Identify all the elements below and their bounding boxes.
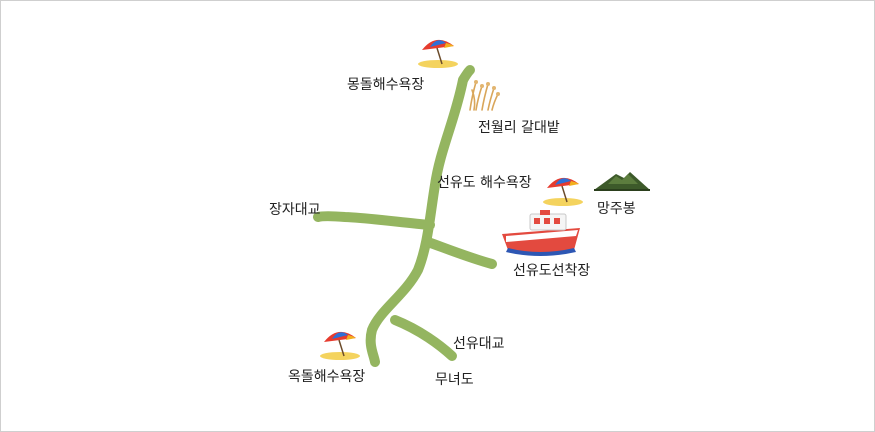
ferry-boat-icon bbox=[502, 210, 580, 256]
mountain-peak-icon bbox=[594, 172, 650, 191]
beach-umbrella-icon bbox=[320, 331, 360, 360]
north-branch bbox=[458, 65, 475, 85]
label-seonyudo-beach: 선유도 해수욕장 bbox=[437, 175, 532, 191]
label-seonyudo-pier: 선유도선착장 bbox=[513, 263, 591, 279]
beach-umbrella-icon bbox=[543, 177, 583, 206]
munyeo-road bbox=[390, 315, 457, 361]
label-jeonwolli-reeds: 전월리 갈대밭 bbox=[478, 120, 560, 136]
road-network bbox=[313, 65, 497, 367]
main-road bbox=[365, 75, 468, 367]
reed-field-icon bbox=[469, 80, 500, 111]
label-munyeodo: 무녀도 bbox=[435, 372, 474, 388]
beach-umbrella-icon bbox=[418, 39, 458, 68]
label-jangja-bridge: 장자대교 bbox=[269, 202, 321, 218]
label-seonyu-bridge: 선유대교 bbox=[453, 336, 505, 352]
label-mongdol-beach: 몽돌해수욕장 bbox=[347, 77, 425, 93]
pier-road bbox=[423, 237, 497, 269]
label-okdol-beach: 옥돌해수욕장 bbox=[288, 369, 366, 385]
label-mangjubong: 망주봉 bbox=[597, 201, 636, 217]
jangja-road bbox=[313, 211, 435, 230]
